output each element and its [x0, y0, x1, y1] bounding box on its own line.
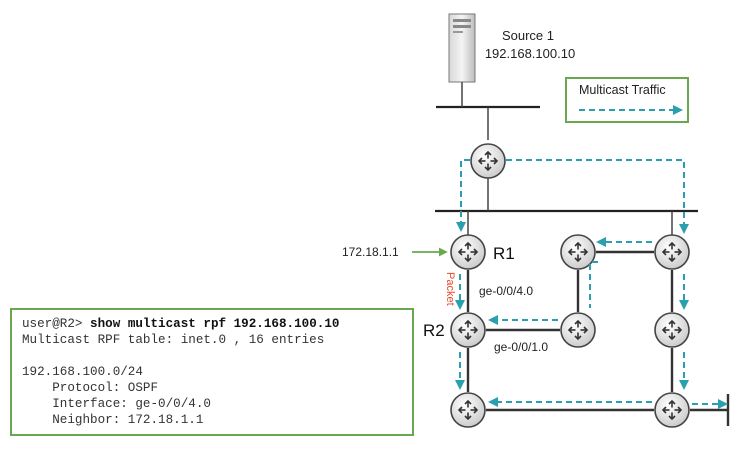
- source-segment: [436, 82, 540, 140]
- source-ip: 192.168.100.10: [485, 46, 575, 61]
- network-links: [466, 250, 730, 426]
- router-icon-bottom-left: [450, 392, 486, 428]
- cli-command: show multicast rpf 192.168.100.10: [90, 317, 340, 331]
- router-icon-r2: [450, 312, 486, 348]
- cli-output-line: Multicast RPF table: inet.0 , 16 entries: [22, 333, 325, 347]
- router-label-r1: R1: [493, 244, 515, 263]
- router-label-r2: R2: [423, 321, 445, 340]
- legend-swatch: [579, 105, 683, 115]
- cli-command-line: user@R2> show multicast rpf 192.168.100.…: [22, 316, 402, 332]
- router-icon-r1: [450, 234, 486, 270]
- legend-title: Multicast Traffic: [579, 83, 666, 97]
- router-icon-bottom-right: [654, 392, 690, 428]
- router-icon-right-middle: [654, 312, 690, 348]
- cli-prompt: user@R2>: [22, 317, 91, 331]
- server-icon: [448, 13, 476, 83]
- cli-output-line: Interface: ge-0/0/4.0: [22, 397, 211, 411]
- interface-label-r2: ge-0/0/1.0: [494, 340, 548, 354]
- cli-output-line: Protocol: OSPF: [22, 381, 159, 395]
- interface-label-r1-r2: ge-0/0/4.0: [479, 284, 533, 298]
- cli-output-line: Neighbor: 172.18.1.1: [22, 413, 204, 427]
- packet-label: Packet: [444, 272, 456, 306]
- cli-output-line: [22, 348, 402, 364]
- multicast-traffic-paths: [455, 159, 728, 409]
- cli-output-line: 192.168.100.0/24: [22, 365, 143, 379]
- router-icon-middle-bottom: [560, 312, 596, 348]
- router-icon-right-top: [654, 234, 690, 270]
- neighbor-ip-label: 172.18.1.1: [342, 245, 399, 259]
- router-icon-middle-top: [560, 234, 596, 270]
- router-icon-top: [470, 143, 506, 179]
- source-name: Source 1: [502, 28, 554, 43]
- cli-output-panel: user@R2> show multicast rpf 192.168.100.…: [10, 308, 414, 436]
- legend: Multicast Traffic: [565, 77, 689, 123]
- lan-segment: [435, 178, 698, 236]
